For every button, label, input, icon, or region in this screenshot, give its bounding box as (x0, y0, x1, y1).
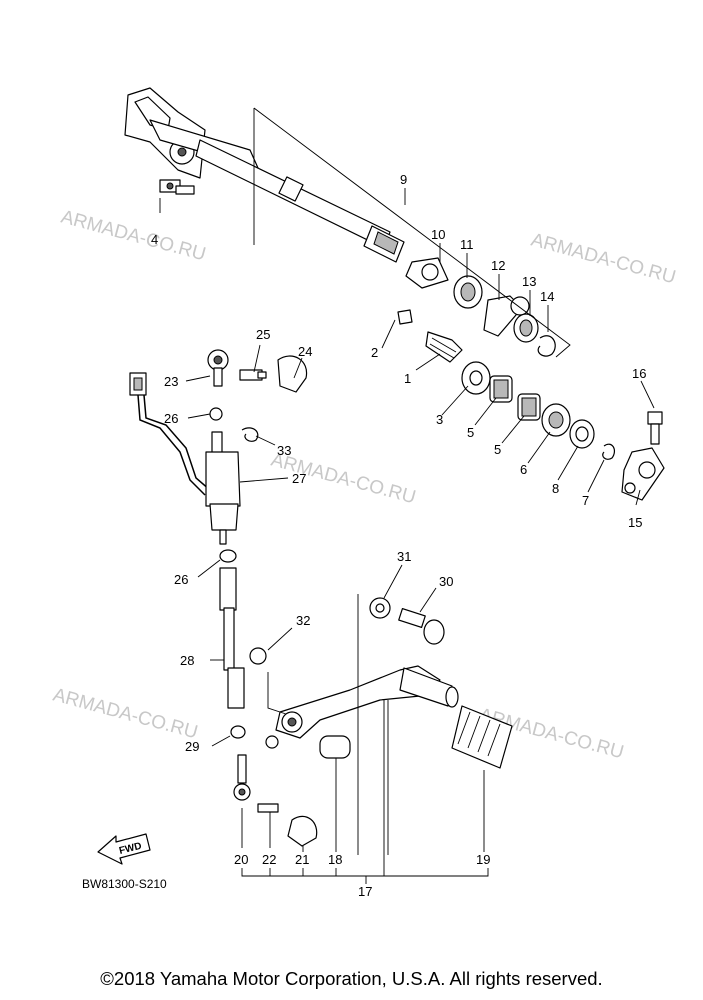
drawing-code: BW81300-S210 (82, 877, 167, 891)
part-label-2: 2 (371, 345, 378, 360)
part-label-16: 16 (632, 366, 646, 381)
part-label-24: 24 (298, 344, 312, 359)
part-label-9: 9 (400, 172, 407, 187)
part-label-32: 32 (296, 613, 310, 628)
watermark: ARMADA-CO.RU (51, 685, 200, 744)
part-label-20: 20 (234, 852, 248, 867)
part-label-26a: 26 (164, 411, 178, 426)
part-label-7: 7 (582, 493, 589, 508)
part-label-30: 30 (439, 574, 453, 589)
part-label-33: 33 (277, 443, 291, 458)
watermark: ARMADA-CO.RU (59, 207, 208, 266)
part-label-28: 28 (180, 653, 194, 668)
shift-pedal-17 (275, 665, 513, 769)
part-label-31: 31 (397, 549, 411, 564)
parts-30-32 (249, 597, 445, 665)
part-label-12: 12 (491, 258, 505, 273)
leader-lines (159, 107, 655, 884)
watermark-group: ARMADA-CO.RU ARMADA-CO.RU ARMADA-CO.RU A… (51, 207, 678, 764)
shift-sensor-wire (129, 372, 211, 496)
fwd-arrow-icon: FWD (97, 833, 151, 865)
part-label-18: 18 (328, 852, 342, 867)
part-label-19: 19 (476, 852, 490, 867)
callout-labels: 9 10 11 12 13 14 4 2 1 3 5 5 6 8 7 15 16… (151, 172, 646, 899)
part-label-5b: 5 (494, 442, 501, 457)
part-label-11: 11 (460, 237, 474, 252)
part-label-13: 13 (522, 274, 536, 289)
parts-1-2 (397, 309, 463, 363)
parts-3-8 (461, 361, 616, 460)
shift-sensor-27 (205, 431, 241, 545)
part-label-26b: 26 (174, 572, 188, 587)
part-label-10: 10 (431, 227, 445, 242)
part-label-8: 8 (552, 481, 559, 496)
part-label-3: 3 (436, 412, 443, 427)
fwd-label: FWD (118, 841, 143, 857)
part-label-1: 1 (404, 371, 411, 386)
part-label-6: 6 (520, 462, 527, 477)
part-label-27: 27 (292, 471, 306, 486)
copyright-notice: ©2018 Yamaha Motor Corporation, U.S.A. A… (100, 968, 603, 989)
parts-20-22 (233, 735, 318, 847)
parts-15-16 (621, 411, 665, 501)
part-label-22: 22 (262, 852, 276, 867)
part-label-17: 17 (358, 884, 372, 899)
watermark: ARMADA-CO.RU (529, 230, 678, 289)
part-label-4: 4 (151, 232, 158, 247)
part-label-14: 14 (540, 289, 554, 304)
parts-10-14 (405, 257, 556, 357)
part-label-25: 25 (256, 327, 270, 342)
shift-shaft (124, 87, 405, 263)
part-label-5a: 5 (467, 425, 474, 440)
part-label-15: 15 (628, 515, 642, 530)
bolt-4 (159, 179, 195, 195)
part-label-29: 29 (185, 739, 199, 754)
part-label-23: 23 (164, 374, 178, 389)
part-label-21: 21 (295, 852, 309, 867)
shift-rod-28 (219, 549, 246, 739)
parts-23-33 (207, 349, 308, 442)
